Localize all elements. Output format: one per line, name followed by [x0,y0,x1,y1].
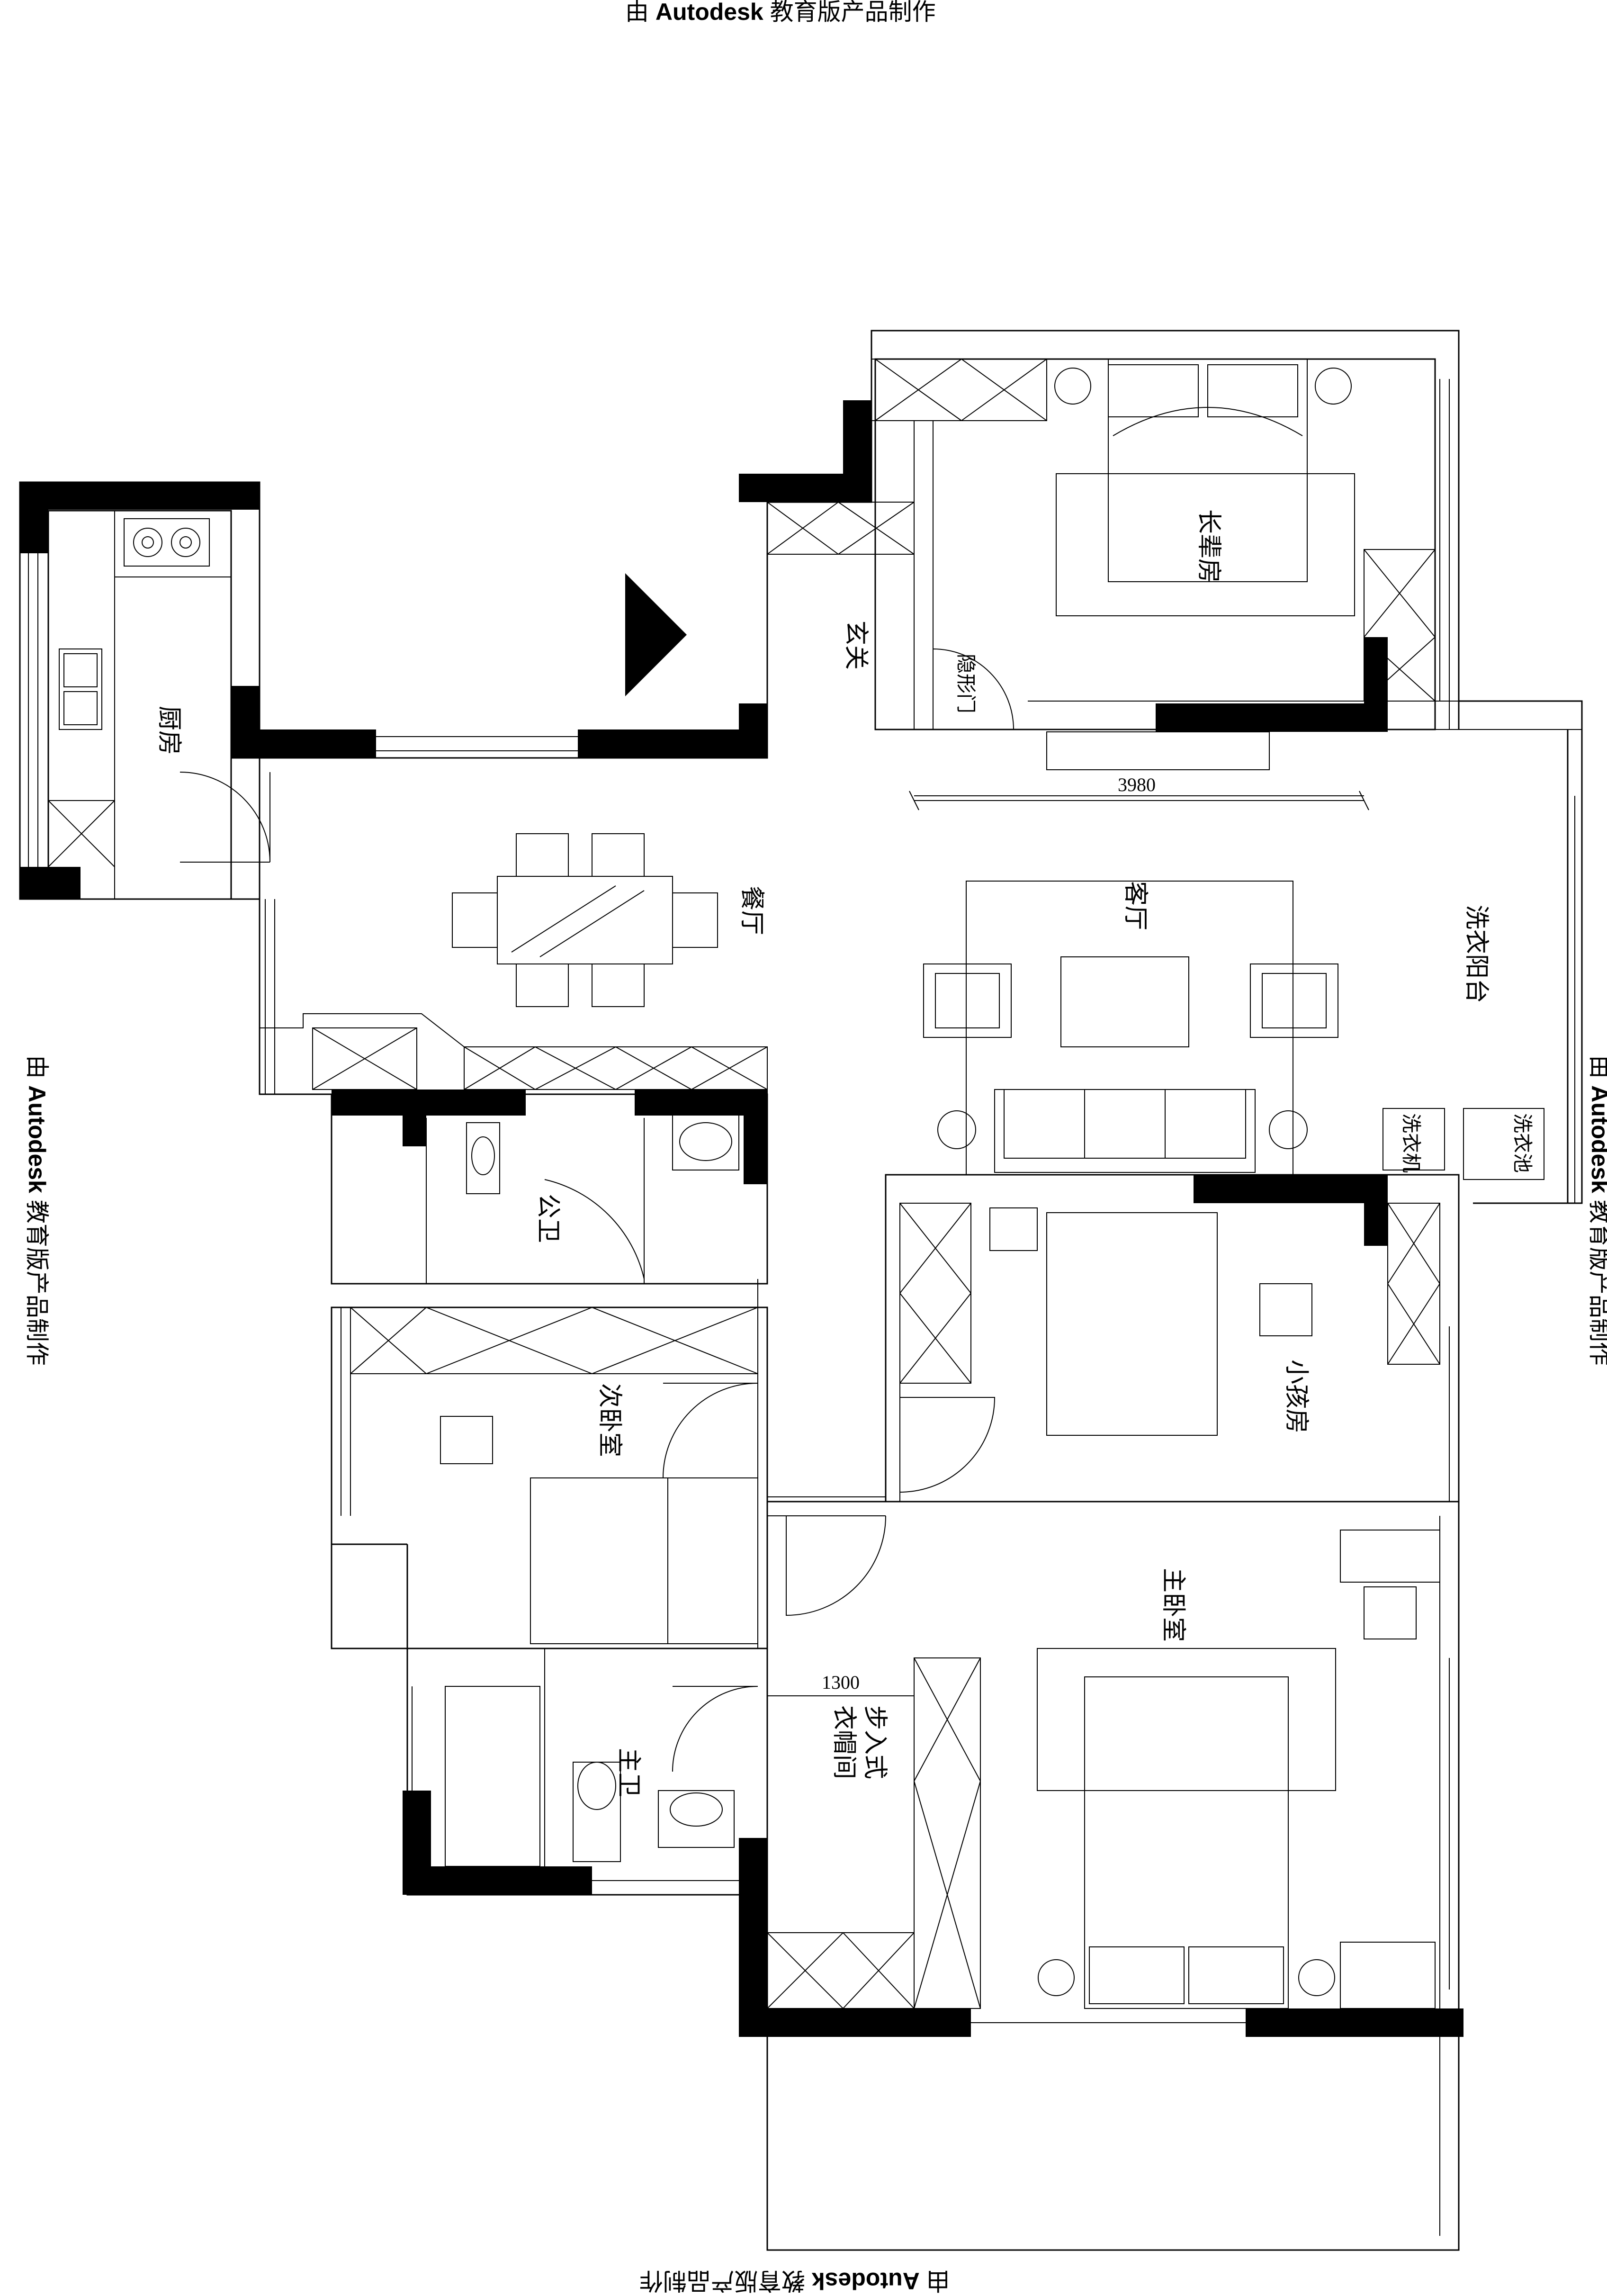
label-hidden-door: 隐形门 [954,654,978,713]
watermark-top: 由 Autodesk 教育版产品制作 [625,0,936,24]
label-master-bath: 主卫 [614,1748,643,1797]
label-kitchen: 厨房 [155,706,183,755]
furniture [59,359,1544,2009]
watermark-suffix: 教育版产品制作 [770,0,936,25]
label-laundry-balcony: 洗衣阳台 [1462,905,1490,1003]
entry-arrow-icon [625,573,687,696]
watermark-brand: Autodesk [655,0,763,25]
label-dining: 餐厅 [737,886,766,935]
dimension-lines [767,791,1369,1696]
label-entrance: 玄关 [842,621,870,670]
watermark-prefix: 由 [625,0,649,25]
dimension-living-width: 3980 [1118,774,1156,795]
solid-walls [20,400,1463,2037]
label-laundry-sink: 洗衣池 [1511,1113,1534,1173]
label-washing-machine: 洗衣机 [1400,1113,1423,1173]
fixture-labels: 洗衣机 洗衣池 [1400,1113,1534,1173]
cabinets [48,359,1440,2009]
label-public-bath: 公卫 [534,1194,562,1243]
label-master-bedroom: 主卧室 [1159,1568,1187,1642]
label-second-bedroom: 次卧室 [595,1383,624,1457]
label-walk-in-closet-2: 衣帽间 [830,1705,858,1779]
dimension-labels: 3980 1300 [822,774,1156,1693]
wall-outlines [19,330,1583,2251]
label-elder-room: 长辈房 [1194,509,1223,583]
room-labels: 厨房 玄关 长辈房 隐形门 餐厅 客厅 洗衣阳台 公卫 次卧室 小孩房 主卧室 … [155,509,1490,1797]
windows [28,379,1575,2023]
dimension-closet-width: 1300 [822,1672,860,1693]
label-walk-in-closet-1: 步入式 [861,1705,889,1779]
label-living: 客厅 [1121,881,1149,930]
doors [180,648,1014,1772]
label-kids-room: 小孩房 [1282,1360,1311,1433]
